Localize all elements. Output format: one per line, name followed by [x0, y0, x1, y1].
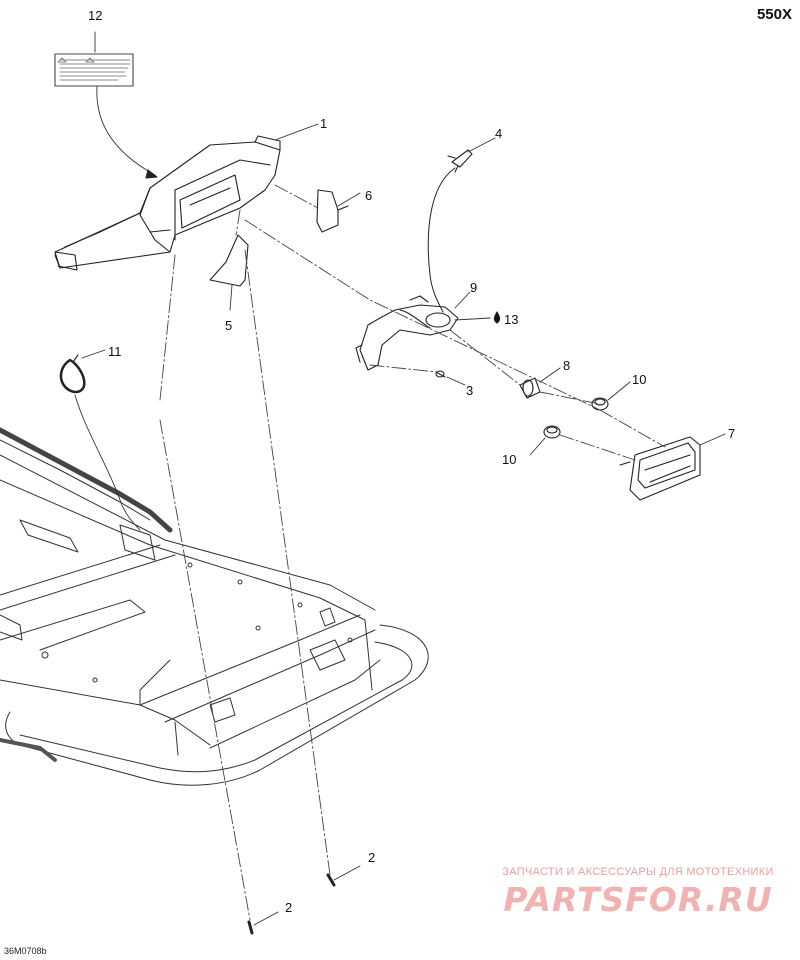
lubricant-drop-icon	[493, 311, 501, 324]
light-bracket	[355, 295, 459, 371]
screw-3	[435, 370, 446, 378]
grommet-lower	[543, 425, 561, 439]
tunnel-frame	[0, 427, 429, 786]
watermark-tagline: ЗАПЧАСТИ И АКСЕССУАРЫ ДЛЯ МОТОТЕХНИКИ	[502, 866, 774, 878]
callout-2-left: 2	[285, 900, 292, 915]
wire-harness	[427, 167, 456, 313]
cable-tie	[59, 354, 86, 394]
light-housing	[54, 135, 281, 271]
side-panel-left	[209, 234, 249, 287]
watermark-logo: PARTSFOR.RU	[503, 880, 773, 919]
drawing-code: 36M0708b	[4, 946, 47, 956]
callout-3: 3	[466, 383, 473, 398]
callout-2-right: 2	[368, 850, 375, 865]
callout-7: 7	[728, 426, 735, 441]
callout-4: 4	[495, 126, 502, 141]
callout-1: 1	[320, 116, 327, 131]
screw-2-left	[247, 920, 254, 935]
callout-12: 12	[88, 8, 102, 23]
side-panel-right	[316, 189, 349, 233]
callout-6: 6	[365, 188, 372, 203]
tail-light	[619, 436, 701, 501]
callout-8: 8	[563, 358, 570, 373]
callout-13: 13	[504, 312, 518, 327]
bulb-socket	[519, 377, 541, 399]
callout-9: 9	[470, 280, 477, 295]
warning-label-decal	[54, 53, 134, 87]
push-rivet	[447, 149, 473, 173]
callout-5: 5	[225, 318, 232, 333]
callout-10-lower: 10	[502, 452, 516, 467]
screw-2-right	[326, 873, 336, 887]
callout-10-upper: 10	[632, 372, 646, 387]
model-label: 550X	[756, 6, 792, 23]
callout-11: 11	[108, 344, 122, 359]
